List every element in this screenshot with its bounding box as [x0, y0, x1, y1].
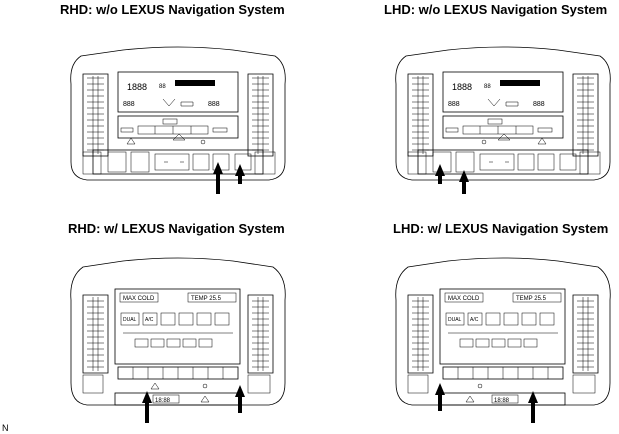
- btn-dual-text-2: DUAL: [448, 317, 462, 323]
- panel-title-rhd-nav: RHD: w/ LEXUS Navigation System: [68, 221, 285, 236]
- right-vent-icon: [247, 73, 274, 157]
- clock-digits-2: 18:88: [494, 398, 510, 404]
- arrow-up-icon-1: [213, 162, 223, 194]
- arrow-up-icon-4: [459, 170, 469, 194]
- left-vent-icon-4: [407, 294, 434, 374]
- arrow-up-icon-7: [435, 383, 445, 411]
- nav-temp-text-2: TEMP 25.5: [516, 296, 547, 302]
- panel-title-lhd-nav: LHD: w/ LEXUS Navigation System: [393, 221, 609, 236]
- diagram-lhd-no-nav: 1888 88 888 888: [395, 46, 611, 194]
- btn-ac-text-2: A/C: [470, 317, 479, 323]
- display-seg-right: 888: [208, 101, 220, 108]
- right-vent-icon-3: [247, 294, 274, 374]
- left-vent-icon-3: [82, 294, 109, 374]
- panel-title-lhd-no-nav: LHD: w/o LEXUS Navigation System: [384, 2, 608, 17]
- display-seg-top-2: 1888: [452, 82, 472, 92]
- left-vent-icon: [82, 73, 109, 157]
- btn-ac-text: A/C: [145, 317, 154, 323]
- arrow-up-icon-2: [235, 164, 245, 184]
- arrow-up-icon-6: [235, 385, 245, 413]
- diagram-lhd-nav: MAX COLD TEMP 25.5 DUAL A/C 18:88: [395, 257, 611, 423]
- panel-title-rhd-no-nav: RHD: w/o LEXUS Navigation System: [60, 2, 285, 17]
- display-seg-small: 88: [159, 84, 166, 90]
- corner-mark: N: [2, 423, 9, 433]
- display-seg-left-2: 888: [448, 101, 460, 108]
- right-vent-icon-4: [572, 294, 599, 374]
- display-seg-small-2: 88: [484, 84, 491, 90]
- display-seg-right-2: 888: [533, 101, 545, 108]
- display-seg-left: 888: [123, 101, 135, 108]
- arrow-up-icon-8: [528, 391, 538, 423]
- left-vent-icon-2: [407, 73, 434, 157]
- diagram-rhd-nav: MAX COLD TEMP 25.5 DUAL A/C 18:88: [70, 257, 286, 423]
- arrow-up-icon-3: [435, 164, 445, 184]
- nav-status-text: MAX COLD: [123, 296, 155, 302]
- display-seg-top: 1888: [127, 82, 147, 92]
- clock-digits: 18:88: [155, 398, 171, 404]
- diagram-rhd-no-nav: 1888 88 888 888: [70, 46, 286, 194]
- right-vent-icon-2: [572, 73, 599, 157]
- btn-dual-text: DUAL: [123, 317, 137, 323]
- nav-status-text-2: MAX COLD: [448, 296, 480, 302]
- nav-temp-text: TEMP 25.5: [191, 296, 222, 302]
- arrow-up-icon-5: [142, 391, 152, 423]
